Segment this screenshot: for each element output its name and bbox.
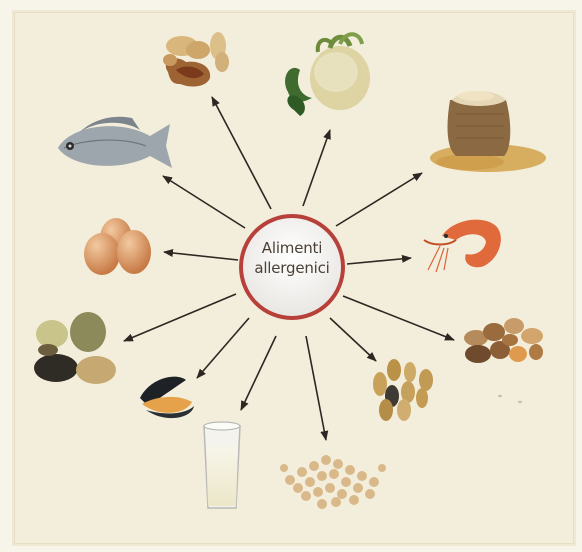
- arrow-tree-nuts: [343, 296, 454, 340]
- soybeans-icon: [280, 455, 386, 509]
- sesame-icon: [498, 395, 522, 403]
- center-label: Alimenti allergenici: [240, 238, 344, 278]
- lupin-seeds-icon: [373, 359, 433, 421]
- mussel-icon: [140, 377, 194, 419]
- arrow-soybeans: [306, 336, 326, 440]
- center-label-line1: Alimenti: [240, 238, 344, 258]
- arrow-grain-sack: [336, 173, 422, 226]
- shrimp-icon: [424, 220, 501, 272]
- center-label-line2: allergenici: [240, 258, 344, 278]
- milk-glass-icon: [204, 422, 240, 508]
- arrow-eggs: [164, 252, 238, 260]
- celery-icon: [285, 34, 370, 116]
- tree-nuts-icon: [464, 318, 543, 363]
- arrow-peanuts: [212, 97, 271, 209]
- arrow-mustard-seeds: [124, 294, 236, 341]
- eggs-icon: [84, 218, 151, 275]
- arrow-lupin-seeds: [330, 318, 376, 361]
- arrow-shrimp: [347, 258, 411, 264]
- fish-icon: [58, 117, 172, 168]
- arrow-celery: [303, 130, 330, 206]
- grain-sack-icon: [430, 91, 546, 172]
- peanuts-icon: [163, 32, 229, 86]
- arrow-fish: [163, 176, 245, 228]
- mustard-seeds-icon: [34, 312, 116, 384]
- arrow-milk: [241, 336, 276, 410]
- arrow-mussel: [197, 318, 249, 378]
